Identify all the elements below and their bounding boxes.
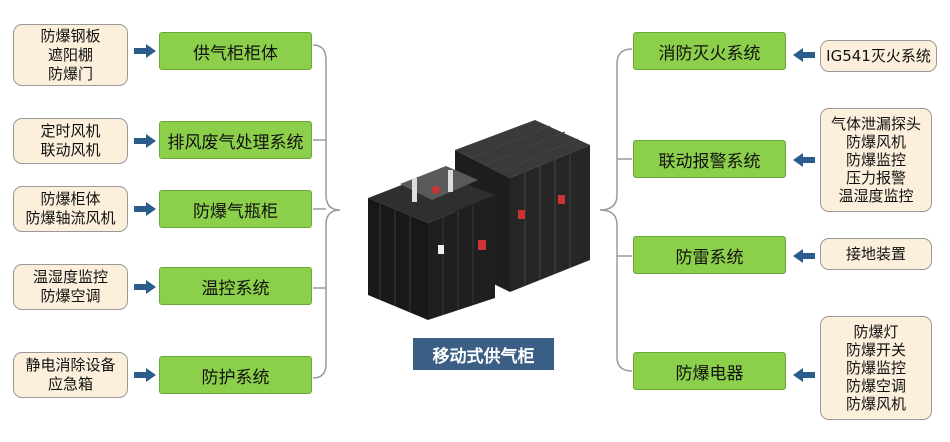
arrow-right-icon	[134, 44, 156, 58]
arrow-left-icon	[793, 48, 815, 62]
gas-cabinet-illustration	[368, 120, 590, 320]
arrow-right-icon	[134, 368, 156, 382]
right-system-2: 防雷系统	[633, 236, 786, 274]
arrow-left-icon	[793, 153, 815, 167]
left-system-2: 防爆气瓶柜	[159, 190, 312, 228]
right-system-0: 消防灭火系统	[633, 32, 786, 70]
left-items-0: 防爆钢板 遮阳棚 防爆门	[13, 24, 128, 86]
arrow-right-icon	[134, 280, 156, 294]
warning-label-icon	[558, 195, 565, 204]
left-system-4: 防护系统	[159, 356, 312, 394]
left-items-3: 温湿度监控 防爆空调	[13, 264, 128, 310]
left-items-1: 定时风机 联动风机	[13, 118, 128, 164]
right-bracket	[599, 48, 633, 372]
left-system-1: 排风废气处理系统	[159, 121, 312, 159]
left-bracket	[312, 44, 341, 379]
arrow-right-icon	[134, 134, 156, 148]
left-system-3: 温控系统	[159, 267, 312, 305]
arrow-right-icon	[134, 202, 156, 216]
left-items-4: 静电消除设备 应急箱	[13, 352, 128, 398]
right-system-3: 防爆电器	[633, 352, 786, 390]
center-title: 移动式供气柜	[413, 338, 554, 370]
right-items-2: 接地装置	[820, 238, 932, 270]
right-items-0: IG541灭火系统	[820, 40, 937, 72]
right-system-1: 联动报警系统	[633, 140, 786, 178]
arrow-left-icon	[793, 368, 815, 382]
warning-label-icon	[478, 240, 486, 250]
right-items-3: 防爆灯 防爆开关 防爆监控 防爆空调 防爆风机	[820, 316, 932, 420]
warning-label-icon	[518, 210, 525, 219]
right-items-1: 气体泄漏探头 防爆风机 防爆监控 压力报警 温湿度监控	[820, 108, 932, 212]
left-system-0: 供气柜柜体	[159, 32, 312, 70]
arrow-left-icon	[793, 249, 815, 263]
left-items-2: 防爆柜体 防爆轴流风机	[13, 186, 128, 232]
